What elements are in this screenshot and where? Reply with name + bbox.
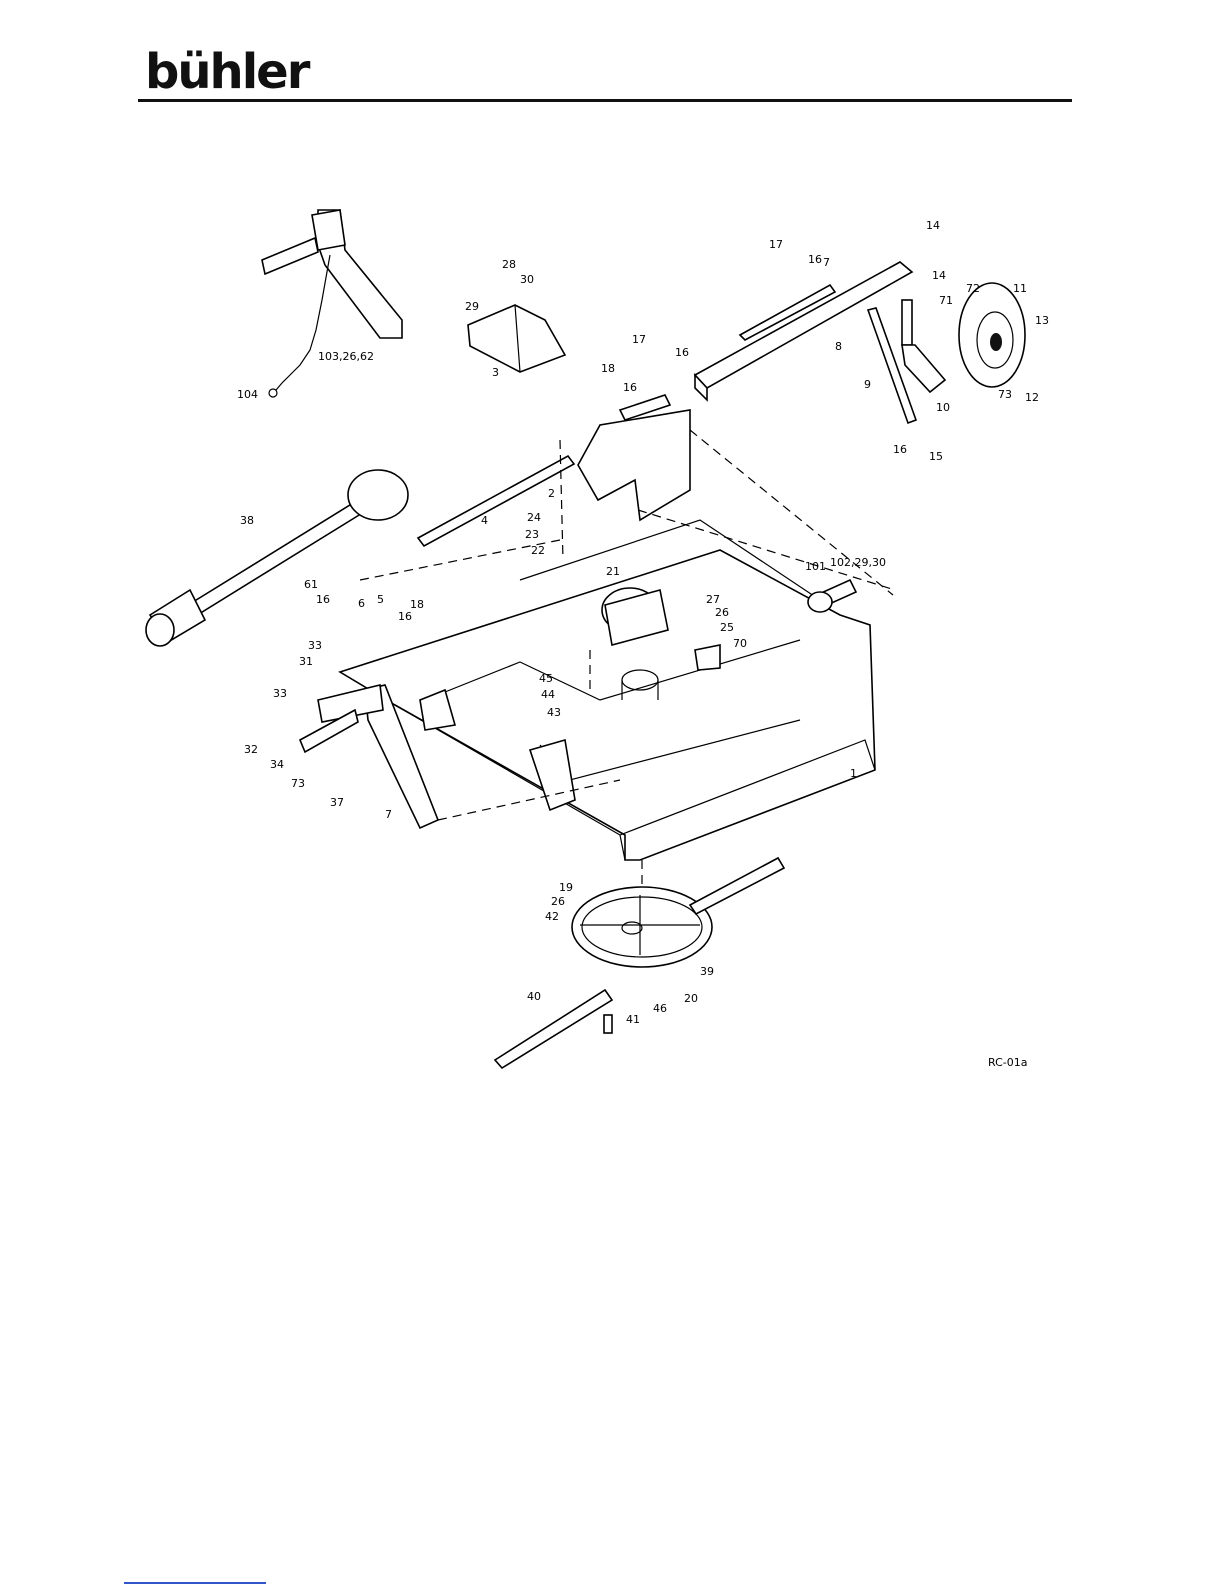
callout-26: 26 <box>715 606 729 619</box>
footer-underline <box>124 1582 266 1584</box>
callout-9: 9 <box>864 378 871 391</box>
callout-101: 101 <box>805 560 826 573</box>
callout-39: 39 <box>700 965 714 978</box>
callout-23: 23 <box>525 528 539 541</box>
callout-25: 25 <box>720 621 734 634</box>
callout-38: 38 <box>240 514 254 527</box>
callout-16: 16 <box>808 253 822 266</box>
shield-part-3 <box>468 305 565 372</box>
callout-46: 46 <box>653 1002 667 1015</box>
callout-28: 28 <box>502 258 516 271</box>
callout-61: 61 <box>304 578 318 591</box>
callout-19: 19 <box>559 881 573 894</box>
callout-16: 16 <box>398 610 412 623</box>
callout-73: 73 <box>998 388 1012 401</box>
callout-12: 12 <box>1025 391 1039 404</box>
callout-8: 8 <box>835 340 842 353</box>
callout-27: 27 <box>706 593 720 606</box>
callout-18: 18 <box>410 598 424 611</box>
callout-34: 34 <box>270 758 284 771</box>
callout-17: 17 <box>632 333 646 346</box>
callout-30: 30 <box>520 273 534 286</box>
wheel-fork-part-10 <box>902 300 945 392</box>
callout-14: 14 <box>926 219 940 232</box>
callout-72: 72 <box>966 282 980 295</box>
callout-29: 29 <box>465 300 479 313</box>
callout-73: 73 <box>291 777 305 790</box>
callout-17: 17 <box>769 238 783 251</box>
callout-40: 40 <box>527 990 541 1003</box>
callout-45: 45 <box>539 672 553 685</box>
callout-32: 32 <box>244 743 258 756</box>
callout-3: 3 <box>492 366 499 379</box>
callout-42: 42 <box>545 910 559 923</box>
drawing-code: RC-01a <box>988 1056 1027 1069</box>
callout-16: 16 <box>316 593 330 606</box>
callout-102-29-30: 102,29,30 <box>830 556 886 569</box>
callout-26: 26 <box>551 895 565 908</box>
callout-31: 31 <box>299 655 313 668</box>
callout-18: 18 <box>601 362 615 375</box>
blade-carrier-part-39 <box>572 858 784 967</box>
callout-7: 7 <box>385 808 392 821</box>
callout-41: 41 <box>626 1013 640 1026</box>
callout-37: 37 <box>330 796 344 809</box>
hitch-mast <box>262 210 402 397</box>
bar-part-4 <box>418 456 574 546</box>
callout-33: 33 <box>273 687 287 700</box>
callout-22: 22 <box>531 544 545 557</box>
blade-part-40 <box>495 990 612 1068</box>
callout-15: 15 <box>929 450 943 463</box>
callout-7: 7 <box>823 256 830 269</box>
callout-14: 14 <box>932 269 946 282</box>
callout-33: 33 <box>308 639 322 652</box>
callout-24: 24 <box>527 511 541 524</box>
callout-44: 44 <box>541 688 555 701</box>
callout-16: 16 <box>623 381 637 394</box>
callout-6: 6 <box>358 597 365 610</box>
callout-2: 2 <box>548 487 555 500</box>
callout-11: 11 <box>1013 282 1027 295</box>
callout-5: 5 <box>377 593 384 606</box>
callout-21: 21 <box>606 565 620 578</box>
callout-16: 16 <box>675 346 689 359</box>
callout-70: 70 <box>733 637 747 650</box>
callout-16: 16 <box>893 443 907 456</box>
callout-103-26-62: 103,26,62 <box>318 350 374 363</box>
callout-4: 4 <box>481 514 488 527</box>
callout-20: 20 <box>684 992 698 1005</box>
callout-13: 13 <box>1035 314 1049 327</box>
gearbox-mount <box>578 395 690 520</box>
callout-10: 10 <box>936 401 950 414</box>
callout-71: 71 <box>939 294 953 307</box>
wheel-part-11 <box>959 283 1025 387</box>
callout-43: 43 <box>547 706 561 719</box>
callout-1: 1 <box>850 767 857 780</box>
callout-104: 104 <box>237 388 258 401</box>
pto-driveline-part-38 <box>146 470 408 646</box>
